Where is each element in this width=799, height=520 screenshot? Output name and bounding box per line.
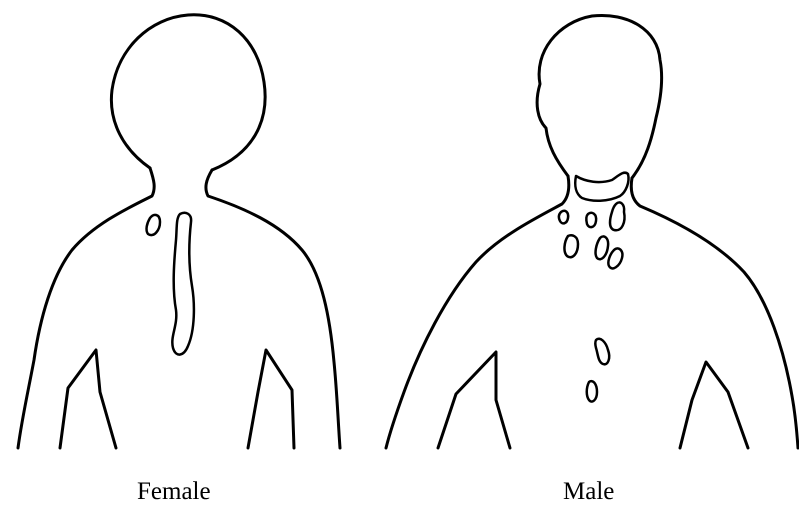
female-right-armpit-line <box>248 350 294 448</box>
male-lesion-1 <box>559 211 568 224</box>
male-right-torso-outline <box>631 178 798 448</box>
female-left-armpit-line <box>60 350 116 448</box>
male-lesion-3 <box>610 202 625 230</box>
male-lesion-neck-band <box>575 173 628 201</box>
male-head-outline <box>537 15 662 178</box>
female-lesion-strip <box>172 213 194 355</box>
male-lesion-5 <box>596 236 609 259</box>
male-lesion-6 <box>608 248 622 268</box>
male-right-armpit-line <box>680 362 748 448</box>
male-left-torso-outline <box>386 176 569 448</box>
male-caption: Male <box>563 478 614 506</box>
female-right-torso-outline <box>206 170 340 448</box>
male-figure <box>386 15 798 448</box>
female-lesion-small <box>147 215 160 235</box>
female-caption: Female <box>137 478 211 506</box>
female-left-torso-outline <box>18 168 154 448</box>
male-lesion-2 <box>586 213 596 227</box>
female-figure <box>18 15 340 448</box>
male-left-armpit-line <box>438 352 510 448</box>
male-lesion-4 <box>564 235 578 257</box>
female-head-outline <box>111 15 265 170</box>
male-lesion-7 <box>595 339 609 365</box>
male-lesion-8 <box>587 381 597 401</box>
